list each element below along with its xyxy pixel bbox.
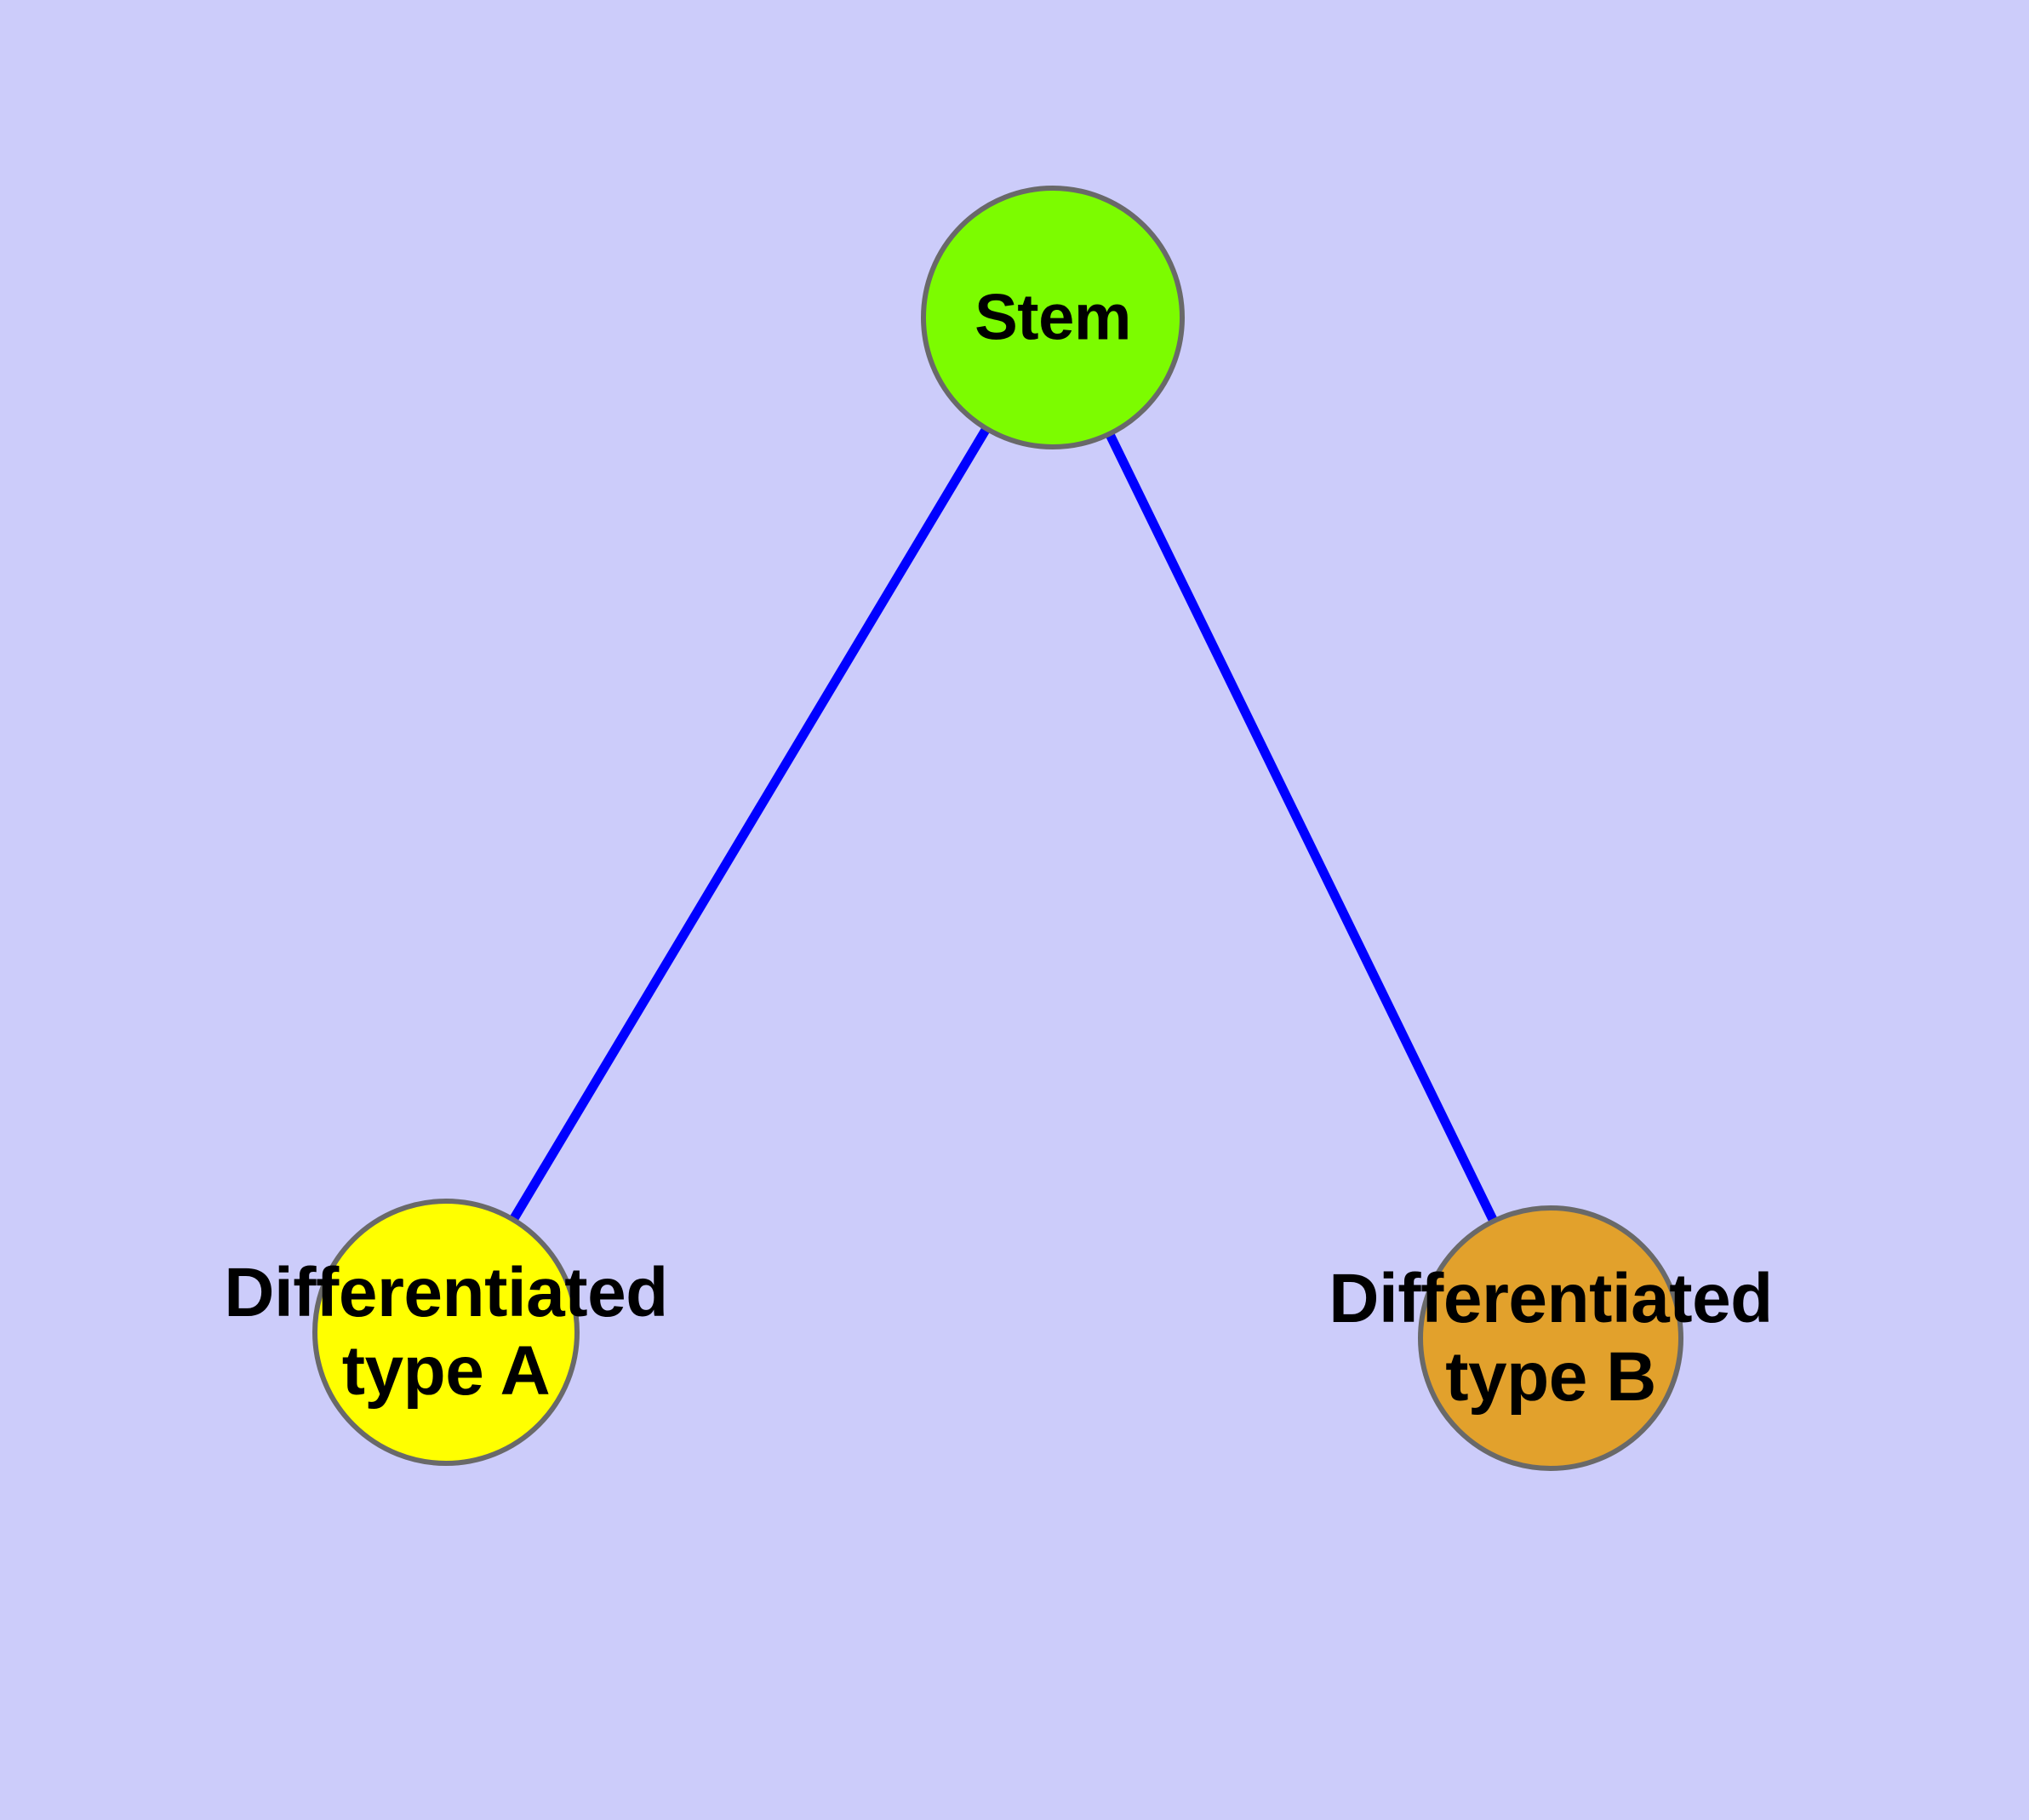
node-stem[interactable] bbox=[921, 186, 1185, 449]
node-diff_b[interactable] bbox=[1418, 1205, 1683, 1471]
edge-layer bbox=[510, 427, 1497, 1222]
edge-stem-diff-b[interactable] bbox=[1106, 432, 1497, 1222]
node-diff_a[interactable] bbox=[312, 1199, 580, 1466]
node-layer bbox=[312, 186, 1683, 1471]
edge-stem-diff-a[interactable] bbox=[510, 427, 990, 1221]
